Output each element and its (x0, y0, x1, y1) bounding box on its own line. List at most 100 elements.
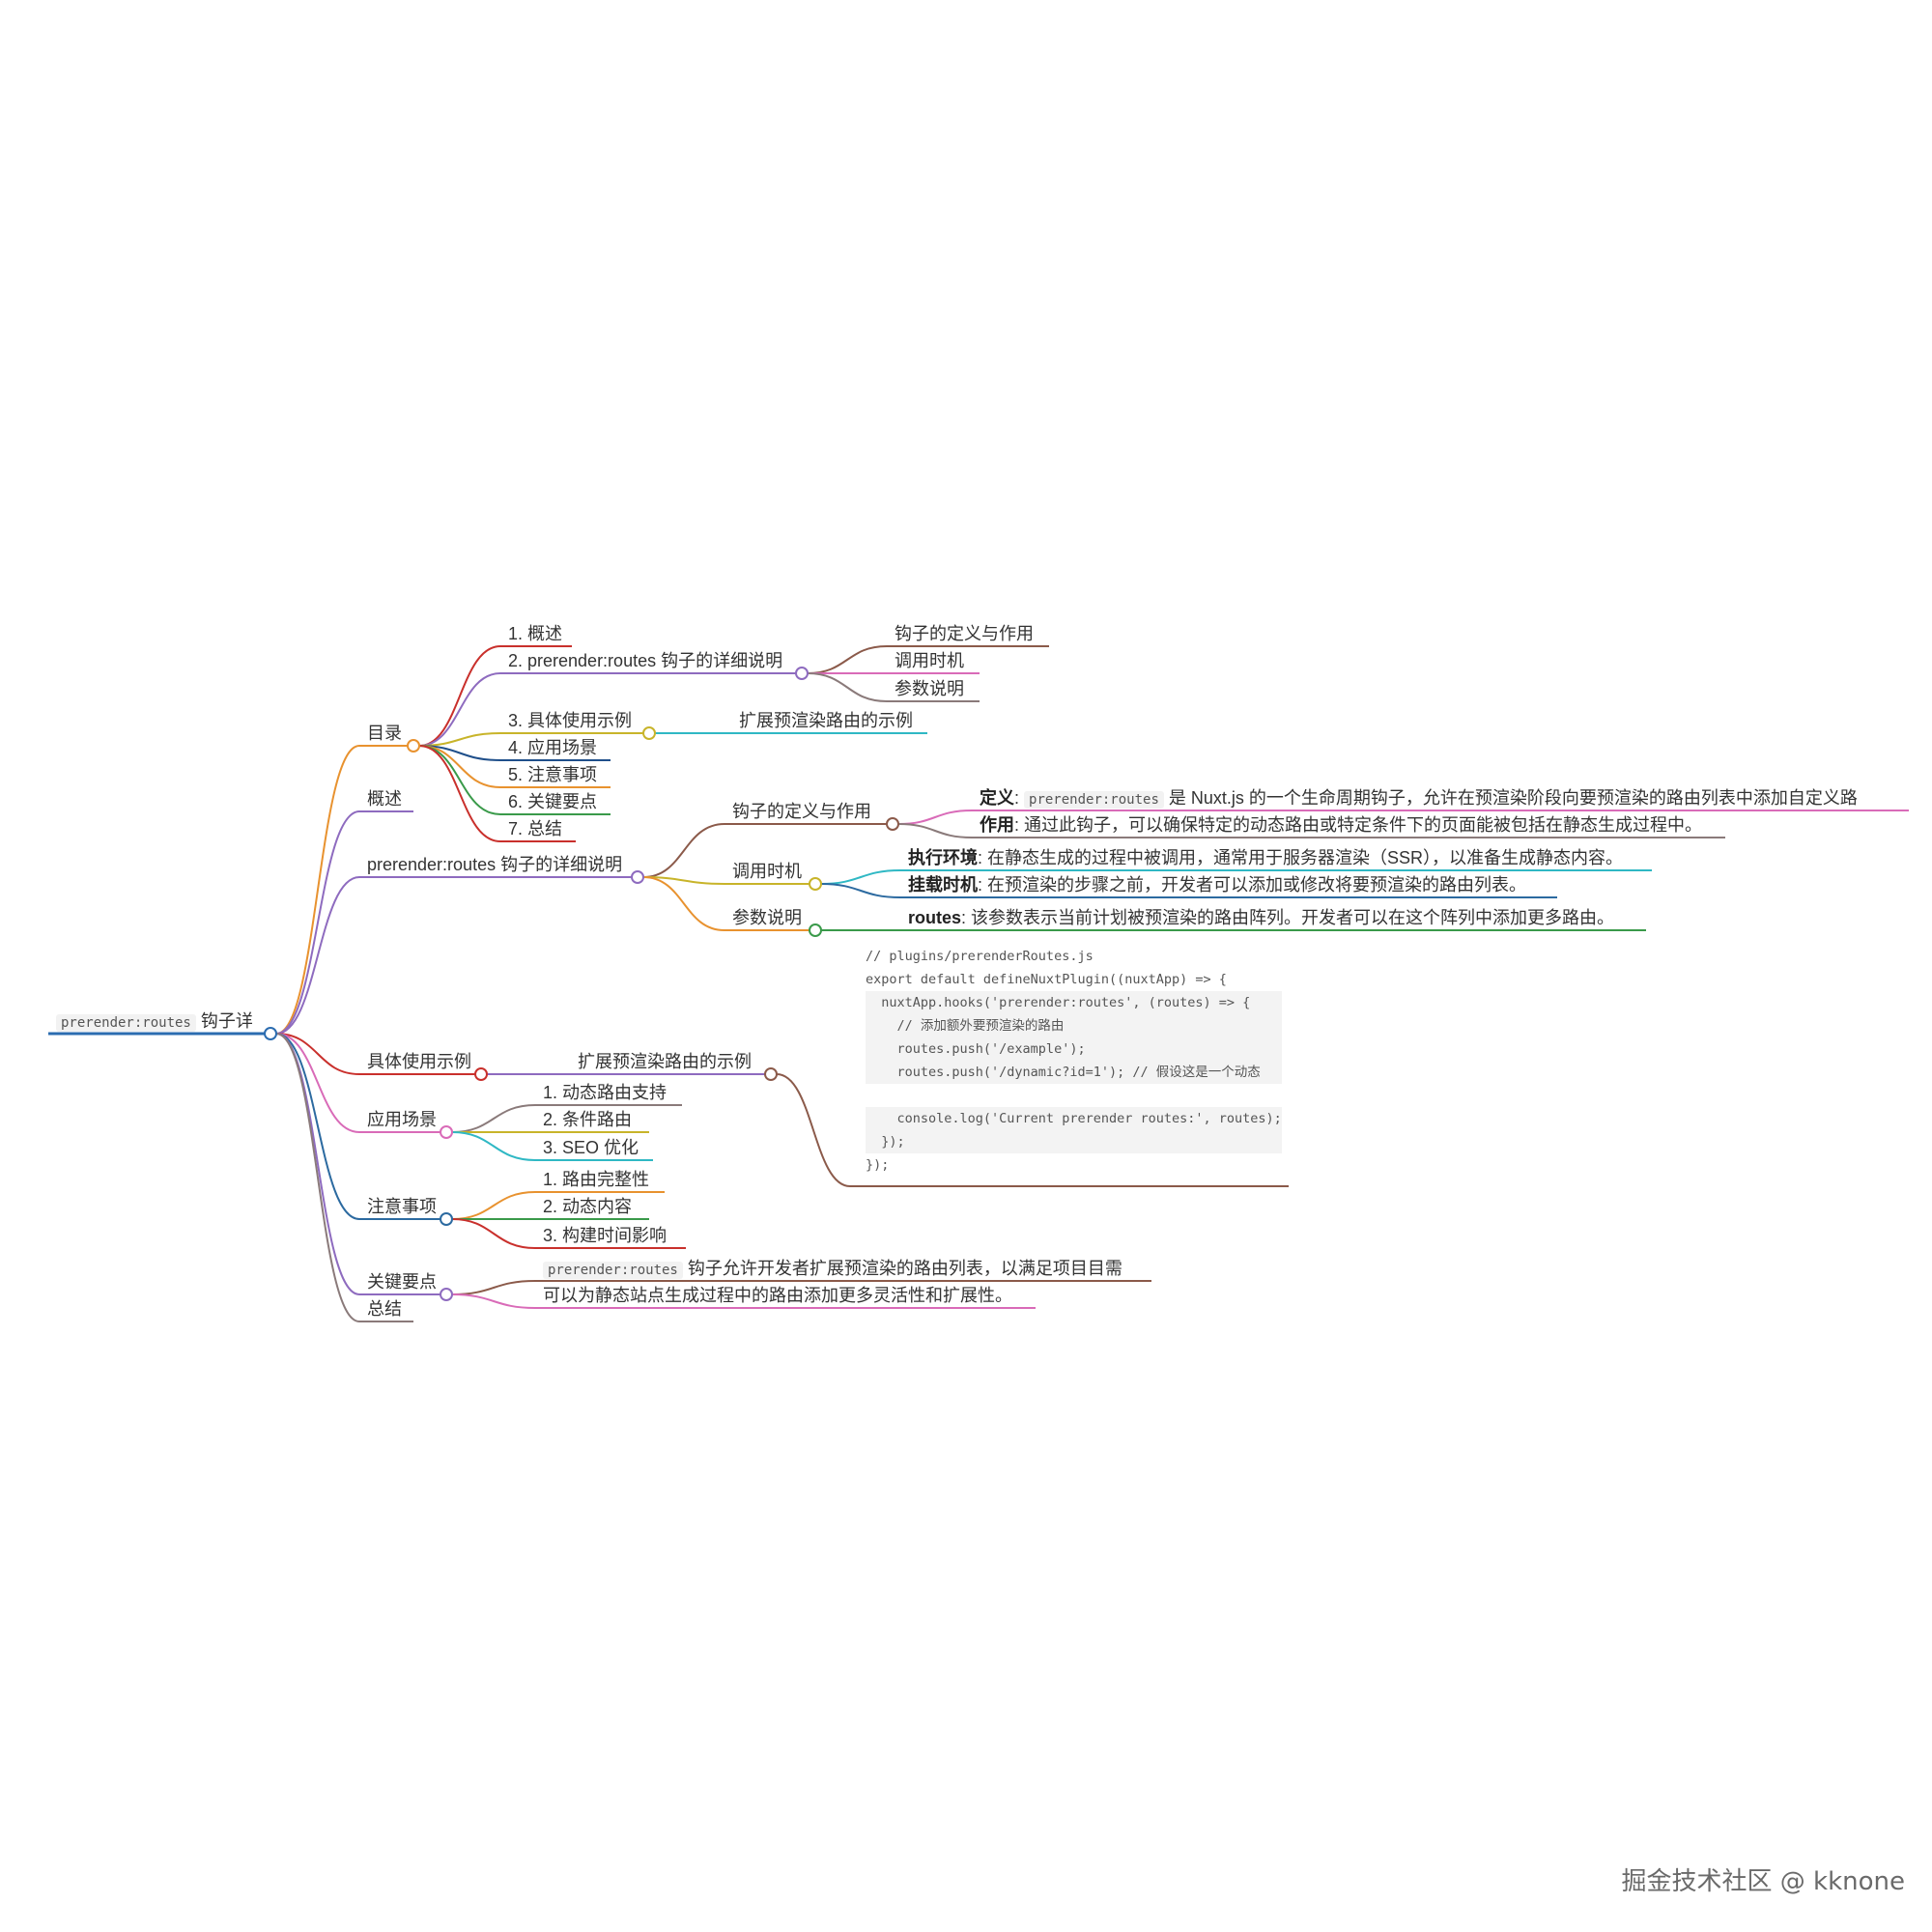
collapse-toggle-icon[interactable] (440, 1125, 453, 1139)
detail-branch (642, 876, 725, 885)
node-example[interactable]: 具体使用示例 (367, 1052, 471, 1071)
root-node[interactable]: prerender:routes 钩子详 (56, 1010, 253, 1034)
toc-branch (418, 645, 501, 747)
example-child[interactable]: 扩展预渲染路由的示例 (578, 1052, 752, 1071)
toc-detail-branch (807, 672, 888, 702)
collapse-toggle-icon[interactable] (407, 739, 420, 753)
keypoint-item-1-code: prerender:routes (543, 1262, 683, 1279)
timing-env[interactable]: 执行环境: 在静态生成的过程中被调用，通常用于服务器渲染（SSR），以准备生成静… (908, 848, 1624, 867)
watermark: 掘金技术社区 @ kknone (1621, 1867, 1905, 1896)
timing-mount[interactable]: 挂载时机: 在预渲染的步骤之前，开发者可以添加或修改将要预渲染的路由列表。 (908, 875, 1527, 895)
collapse-toggle-icon[interactable] (474, 1067, 488, 1081)
definition-use[interactable]: 作用: 通过此钩子，可以确保特定的动态路由或特定条件下的页面能被包括在静态生成过… (980, 815, 1703, 835)
keypoint-branch (451, 1280, 536, 1295)
toc-item-7[interactable]: 7. 总结 (508, 819, 563, 838)
timing-env-key: 执行环境 (908, 848, 978, 867)
definition-def-text: 是 Nuxt.js 的一个生命周期钩子，允许在预渲染阶段向要预渲染的路由列表中添… (1168, 788, 1858, 808)
code-branch (776, 1073, 851, 1187)
collapse-toggle-icon[interactable] (440, 1288, 453, 1301)
keypoint-branch (451, 1293, 536, 1309)
params-routes-key: routes (908, 908, 962, 927)
code-line: routes.push('/dynamic?id=1'); // 假设这是一个动… (866, 1061, 1282, 1084)
toc-detail-child-3[interactable]: 参数说明 (895, 679, 964, 698)
root-branch (275, 745, 360, 1035)
collapse-toggle-icon[interactable] (886, 817, 899, 831)
code-line: // 添加额外要预渲染的路由 (866, 1014, 1282, 1037)
root-branch (275, 1033, 360, 1220)
collapse-toggle-icon[interactable] (642, 726, 656, 740)
code-line: export default defineNuxtPlugin((nuxtApp… (866, 972, 1227, 987)
toc-item-6[interactable]: 6. 关键要点 (508, 792, 598, 811)
code-line: // plugins/prerenderRoutes.js (866, 949, 1094, 964)
collapse-toggle-icon[interactable] (764, 1067, 778, 1081)
caution-item-3[interactable]: 3. 构建时间影响 (543, 1226, 668, 1245)
toc-detail-branch (807, 645, 888, 674)
definition-def-key: 定义 (980, 788, 1014, 808)
node-timing[interactable]: 调用时机 (732, 862, 802, 881)
scene-item-3[interactable]: 3. SEO 优化 (543, 1138, 639, 1157)
collapse-toggle-icon[interactable] (440, 1212, 453, 1226)
timing-mount-key: 挂载时机 (908, 875, 978, 895)
node-detail[interactable]: prerender:routes 钩子的详细说明 (367, 855, 623, 874)
definition-use-text: 通过此钩子，可以确保特定的动态路由或特定条件下的页面能被包括在静态生成过程中。 (1024, 815, 1703, 835)
params-routes-text: 该参数表示当前计划被预渲染的路由阵列。开发者可以在这个阵列中添加更多路由。 (971, 908, 1615, 927)
scene-branch (451, 1131, 536, 1161)
root-branch (275, 1033, 360, 1075)
root-branch (275, 1033, 360, 1133)
toc-example-child[interactable]: 扩展预渲染路由的示例 (739, 711, 913, 730)
toc-item-3[interactable]: 3. 具体使用示例 (508, 711, 633, 730)
code-line: nuxtApp.hooks('prerender:routes', (route… (866, 991, 1282, 1014)
node-overview[interactable]: 概述 (367, 789, 402, 809)
caution-item-1[interactable]: 1. 路由完整性 (543, 1170, 650, 1189)
toc-item-1[interactable]: 1. 概述 (508, 624, 563, 643)
collapse-toggle-icon[interactable] (631, 870, 644, 884)
caution-branch (451, 1218, 536, 1249)
example-code-block: // plugins/prerenderRoutes.js export defa… (866, 945, 1282, 1177)
toc-branch (418, 745, 501, 815)
node-summary[interactable]: 总结 (367, 1299, 402, 1319)
node-params[interactable]: 参数说明 (732, 908, 802, 927)
timing-branch (820, 869, 901, 885)
params-routes[interactable]: routes: 该参数表示当前计划被预渲染的路由阵列。开发者可以在这个阵列中添加… (908, 908, 1615, 927)
collapse-toggle-icon[interactable] (809, 923, 822, 937)
toc-item-4[interactable]: 4. 应用场景 (508, 738, 598, 757)
timing-mount-text: 在预渲染的步骤之前，开发者可以添加或修改将要预渲染的路由列表。 (987, 875, 1527, 895)
toc-branch (418, 672, 501, 747)
toc-item-2[interactable]: 2. prerender:routes 钩子的详细说明 (508, 651, 783, 670)
timing-env-text: 在静态生成的过程中被调用，通常用于服务器渲染（SSR），以准备生成静态内容。 (987, 848, 1624, 867)
node-keypoints[interactable]: 关键要点 (367, 1272, 437, 1292)
detail-branch (642, 823, 725, 878)
node-toc[interactable]: 目录 (367, 724, 402, 743)
definition-def-code: prerender:routes (1024, 791, 1164, 809)
root-code: prerender:routes (56, 1014, 196, 1032)
node-definition[interactable]: 钩子的定义与作用 (732, 802, 871, 821)
root-branch (275, 876, 360, 1035)
keypoint-item-1[interactable]: prerender:routes 钩子允许开发者扩展预渲染的路由列表，以满足项目… (543, 1258, 1122, 1281)
root-branch (275, 810, 360, 1035)
detail-branch (642, 876, 725, 931)
root-text: 钩子详 (200, 1011, 253, 1031)
node-cautions[interactable]: 注意事项 (367, 1197, 437, 1216)
code-line: routes.push('/example'); (866, 1037, 1282, 1061)
definition-branch (897, 823, 973, 838)
code-line: }); (866, 1157, 890, 1173)
definition-use-key: 作用 (980, 815, 1014, 835)
scene-item-2[interactable]: 2. 条件路由 (543, 1110, 633, 1129)
collapse-toggle-icon[interactable] (795, 667, 809, 680)
collapse-toggle-icon[interactable] (809, 877, 822, 891)
toc-detail-child-2[interactable]: 调用时机 (895, 651, 964, 670)
toc-branch (418, 745, 501, 842)
node-scenes[interactable]: 应用场景 (367, 1110, 437, 1129)
timing-branch (820, 883, 901, 898)
scene-item-1[interactable]: 1. 动态路由支持 (543, 1083, 668, 1102)
code-line: }); (866, 1130, 1282, 1153)
toc-detail-child-1[interactable]: 钩子的定义与作用 (895, 624, 1034, 643)
keypoint-item-1-text: 钩子允许开发者扩展预渲染的路由列表，以满足项目目需 (687, 1259, 1122, 1278)
caution-branch (451, 1191, 536, 1220)
collapse-toggle-icon[interactable] (264, 1027, 277, 1040)
root-branch (275, 1033, 360, 1322)
definition-def[interactable]: 定义: prerender:routes 是 Nuxt.js 的一个生命周期钩子… (980, 788, 1858, 809)
keypoint-item-2[interactable]: 可以为静态站点生成过程中的路由添加更多灵活性和扩展性。 (543, 1286, 1012, 1305)
caution-item-2[interactable]: 2. 动态内容 (543, 1197, 633, 1216)
toc-item-5[interactable]: 5. 注意事项 (508, 765, 598, 784)
